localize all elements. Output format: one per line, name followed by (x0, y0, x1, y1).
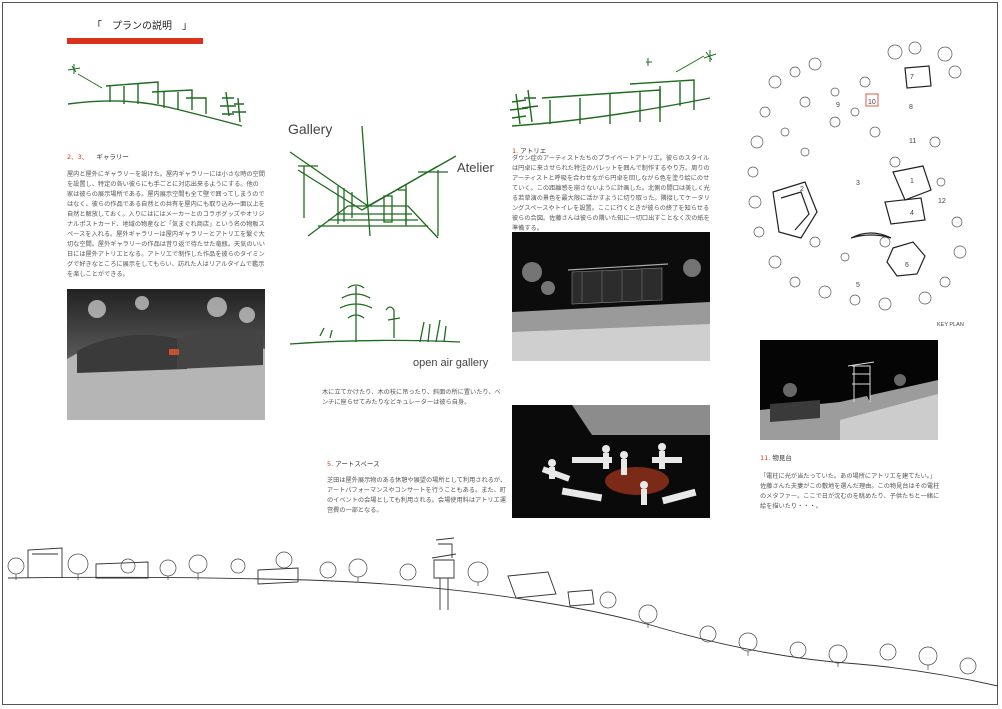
key-plan-number-2: 2 (800, 186, 804, 193)
key-plan-number-7: 7 (910, 74, 914, 81)
sketch-label-atelier: Atelier (457, 160, 494, 175)
key-plan-number-3: 3 (856, 180, 860, 187)
gallery-number: 2、3、 (67, 153, 89, 161)
gallery-heading: 2、3、 ギャラリー (67, 151, 129, 161)
key-plan-drawing (747, 41, 967, 311)
key-plan-number-10: 10 (868, 99, 876, 106)
gallery-title: ギャラリー (96, 153, 129, 161)
key-plan-label: KEY PLAN (937, 322, 964, 328)
lookout-model-photo (760, 340, 938, 440)
key-plan-number-4: 4 (910, 210, 914, 217)
key-plan-number-9: 9 (836, 102, 840, 109)
art-space-number: 5. (327, 460, 334, 468)
key-plan-number-6: 6 (905, 262, 909, 269)
atelier-heading: 1. アトリエ (512, 145, 546, 155)
open-air-caption: 木に立てかけたり、木の枝に吊ったり、斜面の所に置いたり、ベンチに座らせてみたりな… (322, 389, 501, 406)
section-sketch-left (67, 64, 246, 127)
sketch-label-gallery: Gallery (288, 121, 333, 137)
key-plan-number-8: 8 (909, 104, 913, 111)
key-plan-number-1: 1 (910, 178, 914, 185)
lookout-body: 「電柱に光が当たっていた。あの場所にアトリエを建てたい。」佐藤さんた夫妻がこの敷… (760, 473, 940, 510)
art-space-body: 芝田は屋外展示物のある休憩や展望の場所として利用されるが、アートパフォーマンスや… (327, 477, 507, 514)
atelier-title: アトリエ (520, 147, 547, 155)
art-space-model-photo (512, 405, 710, 518)
site-section-drawing (7, 537, 999, 687)
section-sketch-right (509, 50, 717, 127)
lookout-number: 11. (760, 454, 771, 462)
art-space-title: アートスペース (335, 460, 380, 468)
open-air-gallery-sketch (289, 284, 461, 345)
art-space-heading: 5. アートスペース (327, 458, 380, 468)
lookout-heading: 11. 物見台 (760, 452, 792, 462)
sketch-label-open-air: open air gallery (413, 357, 489, 369)
key-plan-number-12: 12 (938, 198, 946, 205)
gallery-atelier-perspective-sketch (289, 125, 457, 239)
atelier-body: ダウン症のアーティストたちのプライベートアトリエ。彼らのスタイルは円卓に来させら… (512, 155, 710, 232)
atelier-model-photo (512, 232, 710, 361)
lookout-title: 物見台 (772, 454, 792, 462)
page-title: 「 プランの説明 」 (92, 21, 192, 32)
key-plan-number-11: 11 (909, 138, 917, 145)
atelier-number: 1. (512, 147, 519, 155)
gallery-body: 屋内と屋外にギャラリーを設けた。屋内ギャラリーには小さな時の空間を設置し、特定の… (67, 171, 265, 278)
key-plan-number-5: 5 (856, 282, 860, 289)
gallery-model-photo (67, 289, 265, 420)
title-accent-bar (67, 38, 203, 44)
